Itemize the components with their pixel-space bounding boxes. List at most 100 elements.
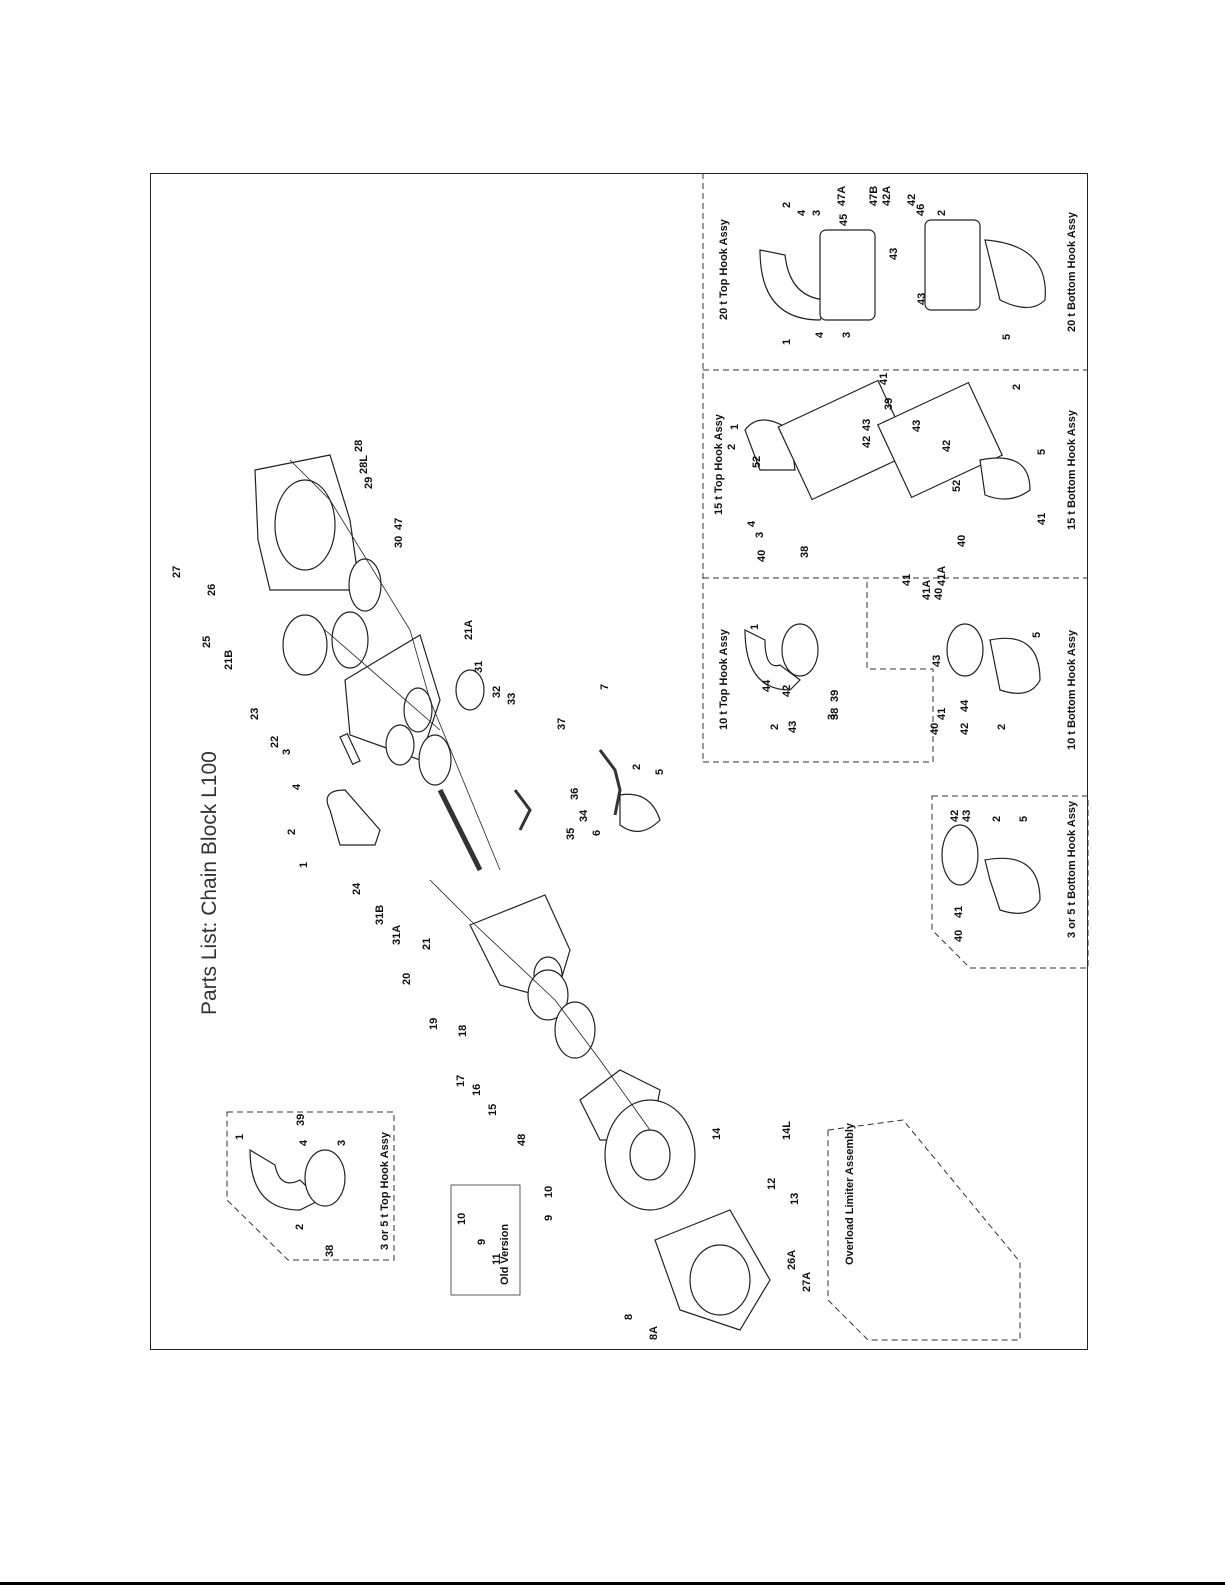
callout-main-5: 25 — [201, 636, 213, 648]
callout-hook-15-8: 42 — [861, 436, 873, 448]
callout-main-35: 13 — [789, 1193, 801, 1205]
callout-main-45: 34 — [578, 809, 590, 822]
inset-title-top-hook-15: 15 t Top Hook Assy — [713, 413, 725, 515]
inset-hook-15-drawing — [744, 379, 1031, 501]
inset-bottom-hook-3-5-border — [931, 795, 1089, 969]
callout-hook-15-9: 39 — [883, 398, 895, 410]
callout-hook-15-6: 52 — [751, 456, 763, 468]
callout-hook-20-13: 3 — [841, 332, 853, 338]
callout-hook-15-4: 40 — [756, 550, 768, 562]
callout-hook-20-5: 47B — [868, 186, 880, 206]
callout-main-42: 2 — [631, 764, 643, 770]
callout-hook-10-7: 38 — [829, 708, 841, 720]
callout-hook-10-9: 41A — [936, 566, 948, 586]
callout-main-37: 8A — [648, 1326, 660, 1340]
callout-hook-20-10: 2 — [936, 210, 948, 216]
callout-main-22: 21 — [421, 938, 433, 950]
callout-main-31: 14L — [781, 1121, 793, 1140]
callout-hook-20-9: 46 — [915, 204, 927, 216]
callout-main-11: 21A — [463, 620, 475, 640]
callout-main-36: 8 — [623, 1314, 635, 1320]
callout-main-4: 29 — [363, 477, 375, 489]
callout-hook-20-0: 2 — [781, 202, 793, 208]
callout-old-version-1: 9 — [476, 1239, 488, 1245]
callout-main-18: 1 — [298, 862, 310, 868]
callout-hook-10-3: 3 — [826, 714, 838, 720]
callout-hook-10-13: 40 — [933, 588, 945, 600]
inset-title-top-hook-10: 10 t Top Hook Assy — [718, 628, 730, 730]
callout-main-25: 18 — [457, 1025, 469, 1037]
inset-title-bottom-hook-20: 20 t Bottom Hook Assy — [1066, 211, 1078, 332]
callout-hook-15-3: 3 — [754, 532, 766, 538]
callout-main-40: 37 — [556, 718, 568, 730]
inset-title-bottom-hook-3-5: 3 or 5 t Bottom Hook Assy — [1066, 800, 1078, 938]
callout-main-16: 4 — [291, 783, 303, 790]
callout-main-24: 19 — [428, 1018, 440, 1030]
main-assembly — [254, 454, 771, 1331]
callout-main-15: 3 — [281, 749, 293, 755]
callout-main-26: 17 — [455, 1075, 467, 1087]
callout-old-version-0: 10 — [456, 1213, 468, 1225]
callout-main-47: 6 — [591, 830, 603, 836]
callout-hook-10-17: 2 — [996, 724, 1008, 730]
callout-main-20: 31B — [374, 905, 386, 925]
callout-main-39: 27A — [801, 1272, 813, 1292]
callout-hook-10-12: 41A — [921, 580, 933, 600]
callout-bottom-hook-3-5-2: 2 — [991, 816, 1003, 822]
callout-main-1: 26 — [206, 584, 218, 596]
callout-main-21: 31A — [391, 925, 403, 945]
callout-main-17: 2 — [286, 829, 298, 835]
inset-hook-10-drawing — [744, 623, 1041, 694]
callout-main-46: 35 — [565, 828, 577, 840]
callout-hook-15-14: 40 — [956, 535, 968, 547]
callout-bottom-hook-3-5-5: 40 — [953, 930, 965, 942]
callout-bottom-hook-3-5-0: 42 — [949, 810, 961, 822]
callout-bottom-hook-3-5-4: 41 — [953, 906, 965, 918]
callout-old-version-2: 11 — [491, 1253, 503, 1265]
callout-hook-10-5: 43 — [787, 721, 799, 733]
inset-old-version-border — [450, 1184, 521, 1296]
page-bottom-rule — [0, 1582, 1225, 1585]
callout-hook-20-3: 47A — [836, 186, 848, 206]
callout-main-34: 12 — [766, 1178, 778, 1190]
callout-hook-20-12: 4 — [814, 331, 826, 338]
inset-top-hook-3-5-border — [226, 1111, 395, 1261]
callout-main-12: 31 — [473, 661, 485, 673]
callout-main-6: 21B — [223, 650, 235, 670]
callout-hook-15-15: 2 — [1011, 384, 1023, 390]
callout-hook-10-1: 44 — [761, 679, 773, 692]
callout-hook-20-7: 43 — [888, 248, 900, 260]
page-title: Parts List: Chain Block L100 — [198, 751, 221, 1015]
callout-hook-10-18: 5 — [1031, 632, 1043, 638]
callout-hook-20-2: 3 — [811, 210, 823, 216]
callout-hook-10-16: 44 — [959, 699, 971, 712]
inset-hook-20-drawing — [759, 219, 1046, 321]
callout-top-hook-3-5-5: 38 — [324, 1245, 336, 1257]
callout-main-9: 23 — [249, 708, 261, 720]
inset-title-top-hook-3-5: 3 or 5 t Top Hook Assy — [379, 1131, 391, 1250]
callout-hook-10-0: 1 — [749, 624, 761, 630]
callout-hook-15-2: 4 — [746, 520, 758, 527]
inset-title-bottom-hook-10: 10 t Bottom Hook Assy — [1066, 629, 1078, 750]
callout-top-hook-3-5-3: 3 — [336, 1140, 348, 1146]
callout-hook-15-7: 43 — [861, 419, 873, 431]
callout-main-10: 22 — [269, 736, 281, 748]
callout-main-7: 47 — [393, 518, 405, 530]
callout-main-8: 30 — [393, 536, 405, 548]
callout-hook-20-8: 42 — [906, 194, 918, 206]
callout-main-43: 5 — [654, 769, 666, 775]
inset-title-bottom-hook-15: 15 t Bottom Hook Assy — [1066, 409, 1078, 530]
callout-main-0: 27 — [171, 566, 183, 578]
callout-top-hook-3-5-1: 39 — [295, 1114, 307, 1126]
inset-title-overload: Overload Limiter Assembly — [844, 1122, 856, 1265]
callout-main-28: 15 — [487, 1104, 499, 1116]
callout-main-23: 20 — [401, 973, 413, 985]
callout-main-13: 32 — [491, 686, 503, 698]
callout-main-41: 7 — [599, 684, 611, 690]
callout-main-38: 26A — [786, 1250, 798, 1270]
callout-hook-20-6: 42A — [881, 186, 893, 206]
callout-hook-20-1: 4 — [796, 209, 808, 216]
callout-main-33: 9 — [543, 1215, 555, 1221]
callout-hook-15-16: 5 — [1036, 449, 1048, 455]
